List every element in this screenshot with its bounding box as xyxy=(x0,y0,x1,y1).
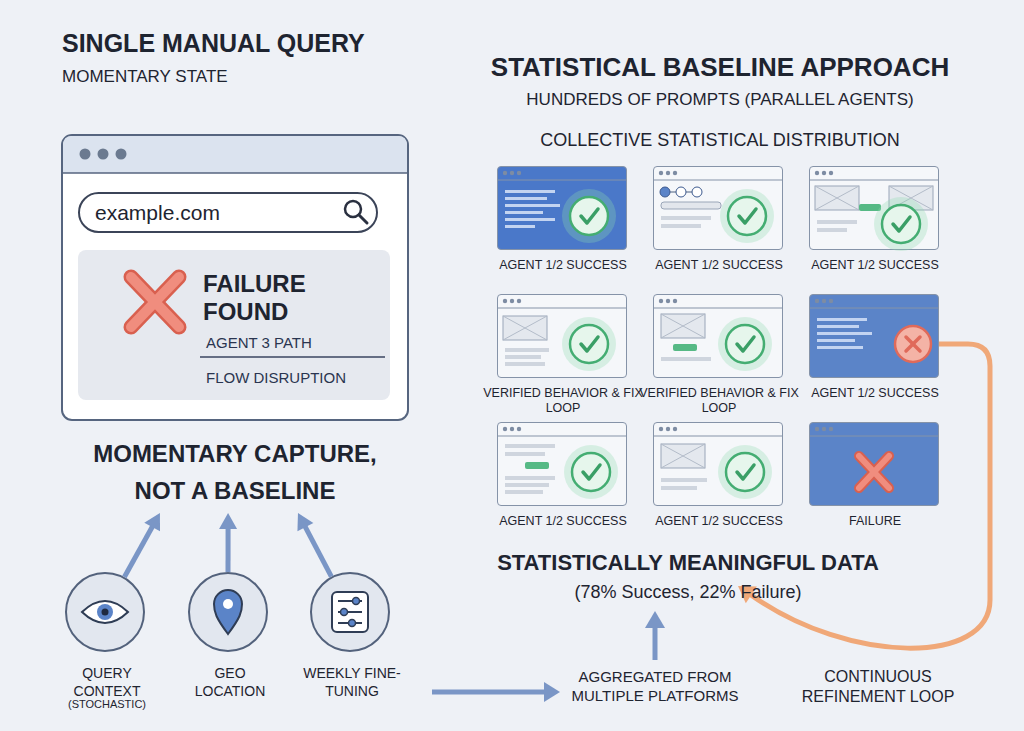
flow-arrow xyxy=(219,513,237,572)
arrow-head xyxy=(219,513,237,529)
arrow-shaft xyxy=(124,523,154,577)
flow-arrow xyxy=(432,690,546,695)
section-title: SINGLE MANUAL QUERY xyxy=(62,28,442,58)
node-label: WEEKLY FINE-TUNING xyxy=(294,664,410,700)
agent-card: AGENT 1/2 SUCCESS xyxy=(653,166,783,250)
node-label: AGENT 1/2 SUCCESS xyxy=(483,258,643,273)
header-rule xyxy=(63,172,407,174)
node-label: GEO LOCATION xyxy=(186,664,274,700)
window-dot xyxy=(80,149,91,160)
factor-circle: GEO LOCATION xyxy=(188,572,268,652)
arrow-head xyxy=(645,611,665,628)
search-icon xyxy=(345,201,361,217)
node-note: AGENT 3 PATH xyxy=(206,334,376,352)
arrow-shaft xyxy=(226,525,231,572)
agent-card: AGENT 1/2 SUCCESS xyxy=(809,166,939,250)
card-art xyxy=(653,427,783,499)
card-art xyxy=(497,299,627,371)
node-label: VERIFIED BEHAVIOR & FIX LOOP xyxy=(639,386,799,416)
window-dot xyxy=(116,149,127,160)
arrow-head xyxy=(144,513,160,531)
card-art xyxy=(653,171,783,243)
section-subtitle: MOMENTARY STATE xyxy=(62,67,362,87)
result-heading: STATISTICALLY MEANINGFUL DATA xyxy=(458,550,918,576)
browser-window: MOMENTARY CAPTURE, NOT A BASELINE example… xyxy=(62,135,408,513)
divider-rule xyxy=(200,356,385,358)
agent-card: AGENT 1/2 SUCCESS xyxy=(809,294,939,378)
factor-circle: WEEKLY FINE-TUNING xyxy=(310,572,390,652)
group-heading: COLLECTIVE STATISTICAL DISTRIBUTION xyxy=(420,129,1020,151)
arrow-note: CONTINUOUS REFINEMENT LOOP xyxy=(788,667,968,707)
search-bar: example.com xyxy=(78,192,378,233)
arrow-head xyxy=(297,513,313,531)
agent-card: AGENT 1/2 SUCCESS xyxy=(497,166,627,250)
node-label: MOMENTARY CAPTURE, NOT A BASELINE xyxy=(75,435,395,509)
window-dot xyxy=(98,149,109,160)
arrow-shaft xyxy=(304,524,332,577)
node-note: (STOCHASTIC) xyxy=(57,698,157,711)
card-art xyxy=(497,171,627,243)
node-label: AGENT 1/2 SUCCESS xyxy=(795,386,955,401)
section-subtitle: HUNDREDS OF PROMPTS (PARALLEL AGENTS) xyxy=(420,90,1020,110)
flow-arrow xyxy=(124,513,160,577)
section-title: STATISTICAL BASELINE APPROACH xyxy=(420,52,1020,82)
node-label: FAILURE FOUND xyxy=(203,270,353,326)
node-label: AGENT 1/2 SUCCESS xyxy=(795,258,955,273)
node-label: FAILURE xyxy=(795,514,955,529)
card-art xyxy=(809,427,939,488)
agent-card: AGENT 1/2 SUCCESS xyxy=(497,422,627,506)
arrow-note: AGGREGATED FROM MULTIPLE PLATFORMS xyxy=(565,667,745,705)
pin-icon xyxy=(214,590,242,634)
card-art xyxy=(809,171,939,251)
result-figures: (78% Success, 22% Failure) xyxy=(458,581,918,603)
node-label: QUERY CONTEXT xyxy=(67,664,147,700)
flow-arrow xyxy=(653,626,658,660)
search-icon xyxy=(359,215,367,223)
node-label: AGENT 1/2 SUCCESS xyxy=(639,258,799,273)
browser-header xyxy=(63,136,407,173)
node-label: VERIFIED BEHAVIOR & FIX LOOP xyxy=(483,386,643,416)
node-note: FLOW DISRUPTION xyxy=(206,369,376,387)
failure-panel: FAILURE FOUND AGENT 3 PATH FLOW DISRUPTION xyxy=(78,250,390,400)
eye-icon xyxy=(82,601,128,623)
agent-card: VERIFIED BEHAVIOR & FIX LOOP xyxy=(653,294,783,378)
agent-card: FAILURE xyxy=(809,422,939,506)
browser-frame xyxy=(62,135,408,420)
card-art xyxy=(809,299,939,362)
node-label: example.com xyxy=(95,201,325,225)
card-art xyxy=(497,427,627,499)
node-label: AGENT 1/2 SUCCESS xyxy=(483,514,643,529)
agent-card: AGENT 1/2 SUCCESS xyxy=(653,422,783,506)
failure-cross xyxy=(131,277,179,327)
sliders-icon xyxy=(332,592,368,632)
factor-circle: QUERY CONTEXT(STOCHASTIC) xyxy=(65,572,145,652)
card-art xyxy=(653,299,783,371)
flow-arrow xyxy=(297,513,331,577)
agent-card: VERIFIED BEHAVIOR & FIX LOOP xyxy=(497,294,627,378)
node-label: AGENT 1/2 SUCCESS xyxy=(639,514,799,529)
arrow-head xyxy=(544,682,560,702)
